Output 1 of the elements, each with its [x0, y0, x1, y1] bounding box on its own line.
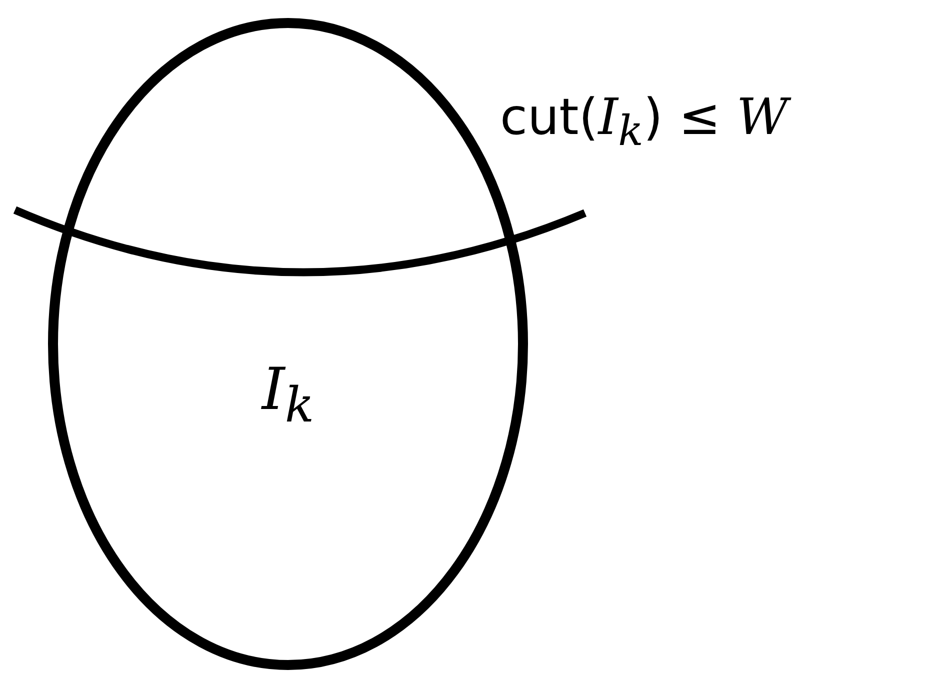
set-label: I$_{k}$ — [262, 354, 314, 434]
